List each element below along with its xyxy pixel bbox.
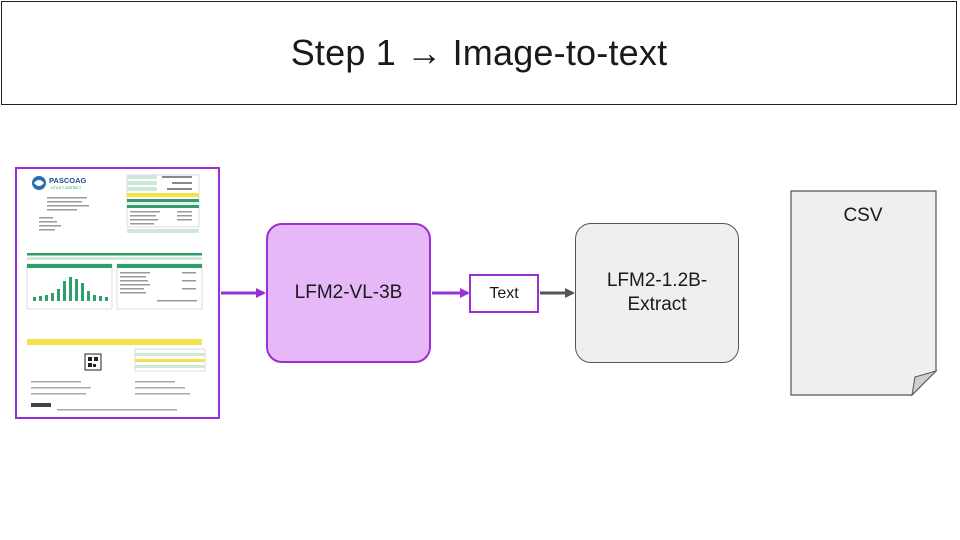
slide-title-box: Step 1 → Image-to-text: [1, 1, 957, 105]
bill-address-block: [39, 197, 89, 231]
bill-notice-band: [27, 339, 202, 345]
bill-service-summary: [126, 204, 200, 233]
utility-bill-drawing: PASCOAG UTILITY DISTRICT: [26, 174, 206, 411]
slide-title: Step 1 → Image-to-text: [290, 32, 668, 73]
text-output-node: Text: [469, 274, 539, 313]
bill-summary-table: [126, 174, 200, 204]
text-output-label: Text: [489, 284, 519, 302]
csv-fold-corner: [911, 369, 938, 397]
bill-meter-row: [27, 257, 202, 260]
bill-divider: [27, 253, 202, 256]
bill-logo-subtext: UTILITY DISTRICT: [51, 186, 82, 190]
bill-footer-lines: [31, 381, 190, 411]
bill-remittance-stub: [134, 348, 206, 372]
csv-file-label: CSV: [843, 205, 883, 226]
bill-logo-mark: [34, 180, 44, 186]
bill-barcode: [31, 403, 51, 407]
bill-service-detail: [116, 263, 203, 310]
vision-model-node: LFM2-VL-3B: [266, 223, 431, 363]
vision-model-label: LFM2-VL-3B: [294, 282, 403, 303]
bill-qr-code: [84, 353, 102, 371]
bill-usage-chart: [26, 263, 113, 310]
extract-model-node: LFM2-1.2B- Extract: [575, 223, 739, 363]
extract-model-label-line2: Extract: [627, 294, 687, 315]
extract-model-label-line1: LFM2-1.2B-: [606, 270, 708, 291]
bill-logo-text: PASCOAG: [49, 176, 87, 185]
utility-bill-image: PASCOAG UTILITY DISTRICT: [15, 167, 220, 419]
